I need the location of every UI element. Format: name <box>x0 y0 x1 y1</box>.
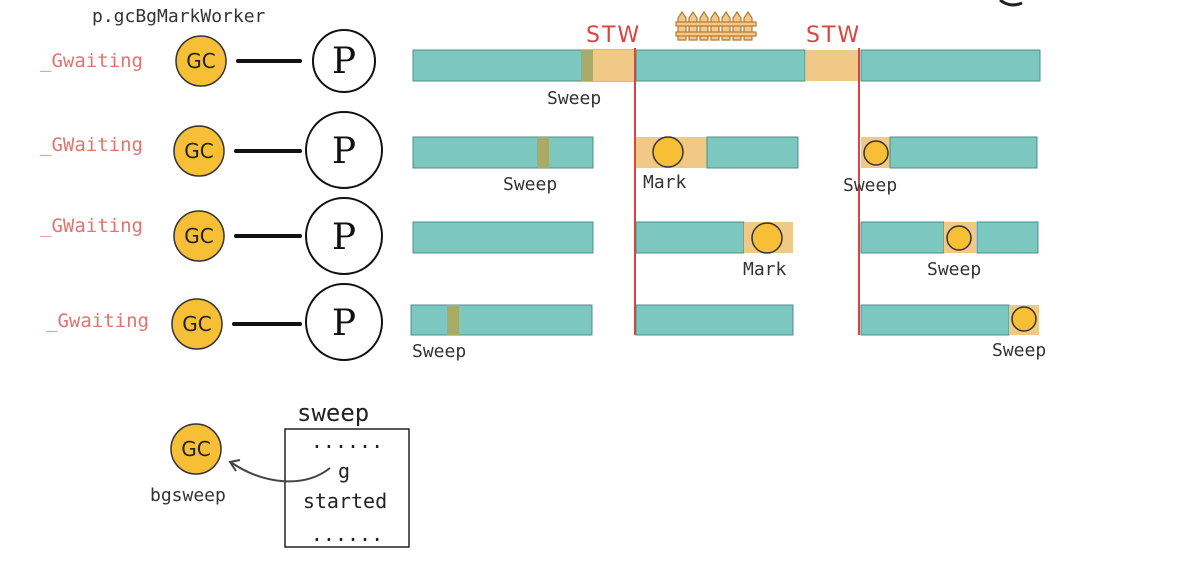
timeline-bar <box>706 136 799 169</box>
p-icon: P <box>312 29 376 93</box>
phase-label-mark: Mark <box>643 172 687 193</box>
started-label: started <box>303 489 387 513</box>
dots-top: ...... <box>311 429 383 453</box>
timeline-bar <box>635 221 745 254</box>
row-3-state: _Gwaiting <box>46 310 149 332</box>
stw-segment <box>806 50 858 81</box>
partial-glyph <box>999 0 1023 7</box>
phase-label-sweep: Sweep <box>547 88 601 109</box>
gc-worker-dot <box>946 225 972 251</box>
p-icon: P <box>305 111 383 189</box>
sweep-box-title: sweep <box>297 399 369 427</box>
fence-icon <box>675 10 757 41</box>
g-label: g <box>338 459 350 483</box>
phase-label-mark: Mark <box>743 259 787 280</box>
p-label: P <box>332 217 356 258</box>
timeline-bar <box>635 49 806 82</box>
row-2-state: _GWaiting <box>40 215 143 237</box>
gc-label: GC <box>184 224 213 248</box>
row-1: _GWaiting GC P <box>40 111 383 189</box>
gc-worker-dot <box>1011 306 1037 332</box>
phase-label-sweep: Sweep <box>843 175 897 196</box>
gc-icon: GC <box>175 35 227 87</box>
gc-icon <box>170 423 222 475</box>
timeline-bar <box>860 221 945 254</box>
sweep-marker <box>447 305 459 335</box>
phase-label-sweep: Sweep <box>992 340 1046 361</box>
arrow-head-icon <box>228 459 241 472</box>
p-label: P <box>332 303 356 344</box>
row-3: _Gwaiting GC P <box>46 283 383 361</box>
gc-worker-dot <box>652 136 684 168</box>
gc-icon: GC <box>171 298 223 350</box>
gc-icon: GC <box>173 210 225 262</box>
bg-sweep-group: GC bgsweep sweep ...... g started ...... <box>150 399 410 548</box>
row-0: _Gwaiting GC P <box>40 29 376 93</box>
sweep-marker <box>537 137 549 168</box>
timeline-bar <box>410 304 593 336</box>
dots-bottom: ...... <box>311 522 383 546</box>
gc-icon: GC <box>173 125 225 177</box>
timeline-bar <box>635 304 794 336</box>
row-1-state: _GWaiting <box>40 134 143 156</box>
timeline-bar <box>860 49 1041 82</box>
phase-label-sweep: Sweep <box>503 174 557 195</box>
phase-label-sweep: Sweep <box>412 341 466 362</box>
gc-worker-dot <box>863 140 889 166</box>
gc-label: GC <box>184 139 213 163</box>
timeline-bar <box>860 304 1010 336</box>
gc-label: GC <box>186 49 215 73</box>
p-icon: P <box>305 197 383 275</box>
bgsweep-label: bgsweep <box>150 485 226 506</box>
bg-gc-label: GC <box>181 437 210 461</box>
gc-label: GC <box>182 312 211 336</box>
p-label: P <box>332 131 356 172</box>
row-0-state: _Gwaiting <box>40 50 143 72</box>
timeline-bar <box>889 136 1038 169</box>
row-2: _GWaiting GC P <box>40 197 383 275</box>
stw-label: STW <box>586 23 641 48</box>
timeline-bar <box>412 221 594 254</box>
timeline-bar <box>412 136 594 169</box>
sweep-box <box>284 428 410 548</box>
arrow-icon <box>231 462 331 483</box>
p-label: P <box>332 41 356 82</box>
phase-label-sweep: Sweep <box>927 259 981 280</box>
sweep-marker <box>581 50 593 81</box>
worker-label: p.gcBgMarkWorker <box>92 6 266 27</box>
stw-label: STW <box>806 23 861 48</box>
p-icon: P <box>305 283 383 361</box>
timeline-bar <box>976 221 1039 254</box>
gc-worker-dot <box>751 222 783 254</box>
stw-segment <box>593 50 634 81</box>
